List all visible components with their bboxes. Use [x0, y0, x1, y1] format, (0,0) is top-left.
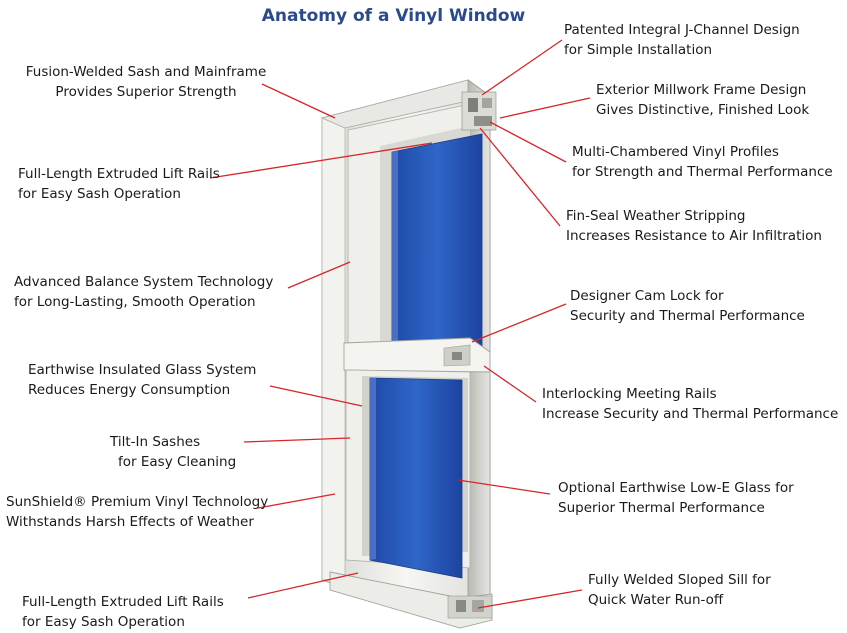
leader-sloped-sill [477, 589, 583, 609]
leader-lift-rails-top [209, 142, 433, 179]
leader-fusion-welded [261, 83, 336, 119]
lower-glass-pane [369, 377, 463, 579]
leader-balance-system [287, 261, 351, 289]
meeting-rail [343, 337, 491, 373]
leader-multi-chambered [489, 121, 567, 163]
leader-tilt-in [243, 437, 351, 443]
diagram-title: Anatomy of a Vinyl Window [261, 6, 526, 26]
leader-low-e-glass [457, 479, 551, 495]
upper-sash [347, 103, 483, 356]
leader-cam-lock [471, 303, 567, 343]
leader-insulated-glass [269, 385, 363, 407]
leader-meeting-rails [483, 365, 537, 403]
leader-lines [209, 39, 591, 609]
leader-sunshield [257, 493, 336, 509]
sill [329, 571, 493, 629]
lower-sash [345, 369, 471, 579]
upper-glass-pane [391, 133, 483, 356]
leader-lift-rails-bottom [247, 572, 359, 599]
leader-fin-seal [479, 127, 561, 227]
leader-j-channel [481, 39, 563, 96]
head-extrusion [461, 91, 497, 131]
leader-millwork [499, 97, 591, 119]
